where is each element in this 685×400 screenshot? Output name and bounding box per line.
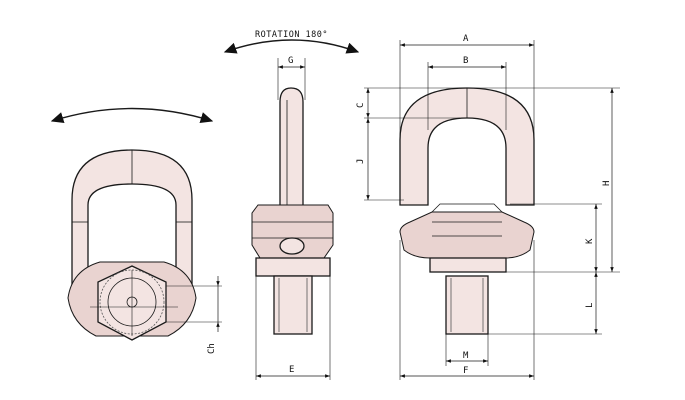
thread-side (273, 275, 313, 335)
rotation-arrow-middle (223, 39, 360, 54)
rotation-label: ROTATION 180° (255, 30, 328, 40)
top-view: Ch (50, 107, 222, 354)
bail-side (279, 87, 304, 213)
dim-label-m: M (463, 351, 469, 361)
body-front (399, 211, 535, 259)
base-disc-side (255, 257, 331, 277)
dim-label-k: K (585, 238, 595, 244)
thread-front (445, 275, 489, 335)
dim-label-c: C (356, 103, 366, 108)
dim-label-l: L (585, 303, 595, 308)
dim-label-b: B (463, 56, 468, 66)
rotation-arrow-left (50, 107, 214, 124)
front-view: A B C J H K L M (356, 34, 620, 380)
dim-label-e: E (289, 365, 294, 375)
dim-label-h: H (602, 181, 612, 186)
dim-label-g: G (288, 56, 293, 66)
bail-outline (71, 149, 193, 301)
dim-label-f: F (463, 366, 468, 376)
dim-label-j: J (356, 159, 366, 164)
dim-label-ch: Ch (207, 343, 217, 354)
side-view: ROTATION 180° G E (223, 30, 360, 380)
dim-label-a: A (463, 34, 469, 44)
base-disc-front (429, 257, 507, 273)
